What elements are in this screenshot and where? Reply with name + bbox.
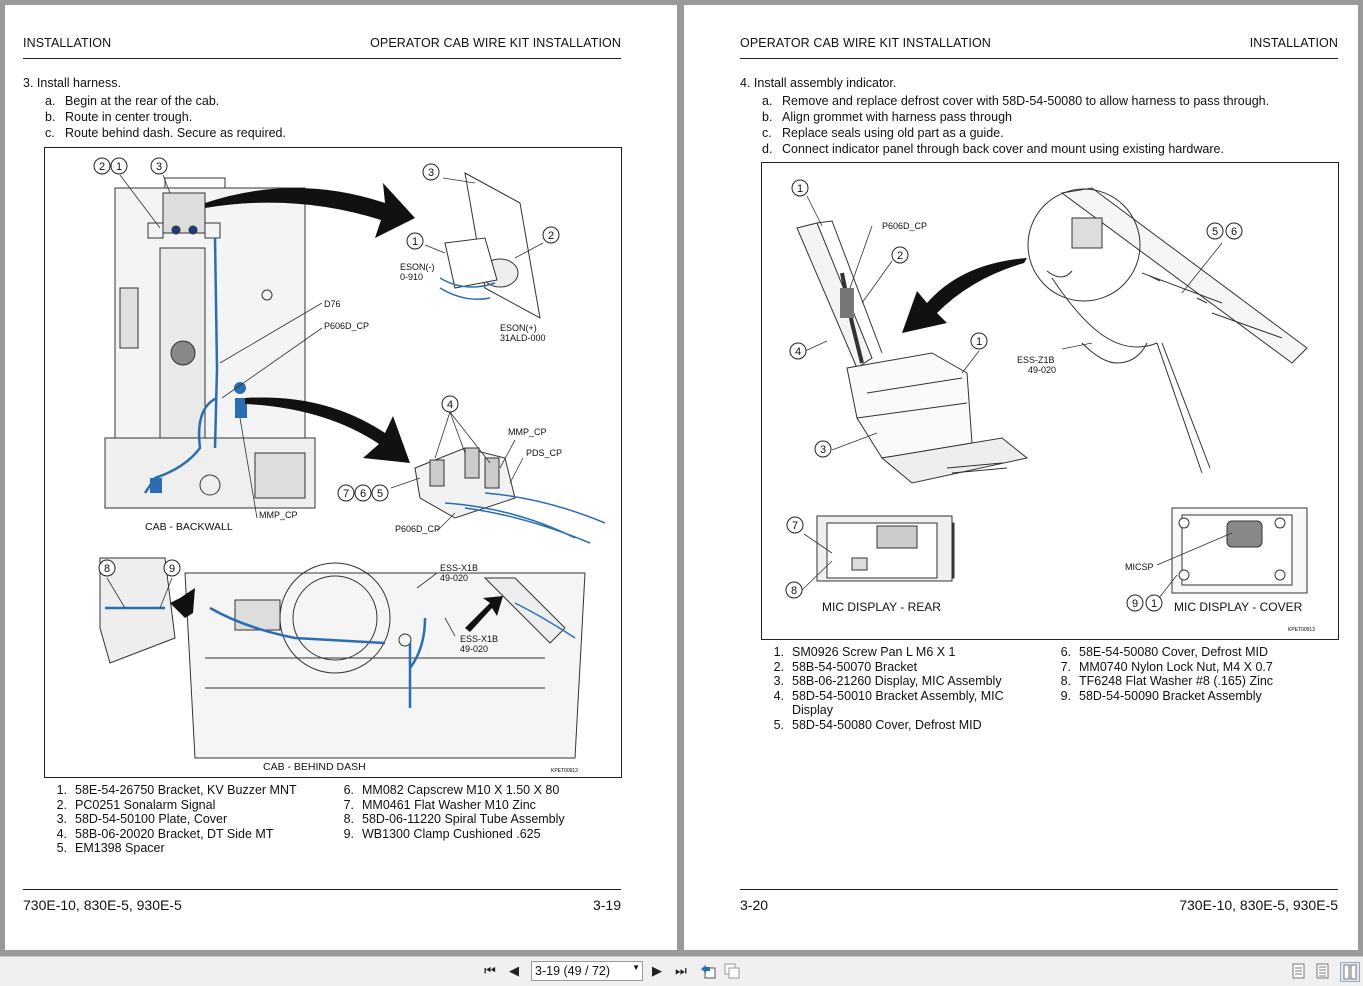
label-ess-z1b: ESS-Z1B <box>1017 355 1055 365</box>
callout-8: 8 <box>104 563 110 575</box>
footer-rule <box>740 889 1338 890</box>
callout-3: 3 <box>156 161 162 173</box>
footer-rule <box>23 889 621 890</box>
callout-1b: 1 <box>412 236 418 248</box>
callout-5: 5 <box>1212 226 1218 238</box>
footer-models: 730E-10, 830E-5, 930E-5 <box>23 897 182 913</box>
substep-d: d.Connect indicator panel through back c… <box>762 142 1224 156</box>
label-d76: D76 <box>324 299 341 309</box>
step-3: 3. Install harness. <box>23 76 121 90</box>
label-mmp-cp-2: MMP_CP <box>508 427 547 437</box>
footer-models: 730E-10, 830E-5, 930E-5 <box>1179 897 1338 913</box>
header-title: OPERATOR CAB WIRE KIT INSTALLATION <box>370 36 621 50</box>
first-page-icon[interactable]: ⏮ <box>484 963 496 978</box>
chevron-down-icon: ▼ <box>632 963 640 972</box>
callout-6: 6 <box>360 488 366 500</box>
substep-c: c.Route behind dash. Secure as required. <box>45 126 286 140</box>
caption-backwall: CAB - BACKWALL <box>145 521 233 533</box>
callout-4: 4 <box>795 346 801 358</box>
label-ess-x1b-num-2: 49-020 <box>460 644 488 654</box>
callout-4: 4 <box>447 399 453 411</box>
label-p606d-cp: P606D_CP <box>882 221 927 231</box>
callout-7: 7 <box>343 488 349 500</box>
header-section: INSTALLATION <box>1249 36 1338 50</box>
label-ess-x1b-2: ESS-X1B <box>460 634 498 644</box>
label-p606d-cp-2: P606D_CP <box>395 524 440 534</box>
prev-page-icon[interactable]: ◀ <box>509 963 519 978</box>
page-indicator: 3-19 (49 / 72) <box>535 964 611 978</box>
callout-3: 3 <box>820 444 826 456</box>
label-eson-pos-num: 31ALD-000 <box>500 333 546 343</box>
callout-1b: 1 <box>976 336 982 348</box>
step-4: 4. Install assembly indicator. <box>740 76 897 90</box>
label-ess-z1b-num: 49-020 <box>1028 365 1056 375</box>
back-view-icon[interactable] <box>699 962 717 980</box>
callout-8: 8 <box>791 585 797 597</box>
viewer-toolbar: ⏮ ◀ 3-19 (49 / 72) ▼ ▶ ⏭ <box>0 956 1363 986</box>
figure-id: KPET00912 <box>551 768 578 774</box>
label-pds-cp: PDS_CP <box>526 448 562 458</box>
figure-id: KPET00913 <box>1288 627 1315 633</box>
callout-2b: 2 <box>548 230 554 242</box>
callout-5: 5 <box>377 488 383 500</box>
header-section: INSTALLATION <box>23 36 112 50</box>
figure-indicator-assembly: 1 2 1 4 3 5 6 7 8 9 1 P606D_CP ESS-Z1B 4… <box>761 162 1339 640</box>
parts-list-left-col1: 1.58E-54-26750 Bracket, KV Buzzer MNT 2.… <box>56 783 297 855</box>
callout-3b: 3 <box>428 167 434 179</box>
label-p606d-cp: P606D_CP <box>324 321 369 331</box>
callout-1c: 1 <box>1151 598 1157 610</box>
page-select[interactable]: 3-19 (49 / 72) ▼ <box>531 961 643 981</box>
label-eson-neg-num: 0-910 <box>400 272 423 282</box>
callout-7: 7 <box>792 520 798 532</box>
callout-2: 2 <box>99 161 105 173</box>
single-page-icon[interactable] <box>1290 962 1308 980</box>
parts-list-right-col1: 1.SM0926 Screw Pan L M6 X 1 2.58B-54-500… <box>773 645 1004 732</box>
substep-c: c.Replace seals using old part as a guid… <box>762 126 1004 140</box>
label-ess-x1b: ESS-X1B <box>440 563 478 573</box>
substep-a: a.Remove and replace defrost cover with … <box>762 94 1270 108</box>
label-eson-pos: ESON(+) <box>500 323 537 333</box>
label-mmp-cp: MMP_CP <box>259 510 298 520</box>
callout-1: 1 <box>116 161 122 173</box>
callout-9: 9 <box>169 563 175 575</box>
substep-b: b.Align grommet with harness pass throug… <box>762 110 1012 124</box>
right-page: OPERATOR CAB WIRE KIT INSTALLATION INSTA… <box>684 5 1358 950</box>
last-page-icon[interactable]: ⏭ <box>675 963 687 978</box>
label-ess-x1b-num: 49-020 <box>440 573 468 583</box>
label-micsp: MICSP <box>1125 562 1154 572</box>
parts-list-right-col2: 6.58E-54-50080 Cover, Defrost MID 7.MM07… <box>1060 645 1274 703</box>
callout-9: 9 <box>1132 598 1138 610</box>
substep-a: a.Begin at the rear of the cab. <box>45 94 220 108</box>
two-page-icon[interactable] <box>1314 962 1332 980</box>
callout-2: 2 <box>897 250 903 262</box>
header-title: OPERATOR CAB WIRE KIT INSTALLATION <box>740 36 991 50</box>
callout-6: 6 <box>1231 226 1237 238</box>
continuous-icon[interactable] <box>1340 962 1360 982</box>
page-number: 3-20 <box>740 897 769 913</box>
next-page-icon[interactable]: ▶ <box>652 963 662 978</box>
forward-view-icon[interactable] <box>723 962 741 980</box>
substep-b: b.Route in center trough. <box>45 110 193 124</box>
caption-dash: CAB - BEHIND DASH <box>263 761 366 773</box>
label-eson-neg: ESON(-) <box>400 262 435 272</box>
header-rule <box>23 58 621 59</box>
figure-harness-routing: 2 1 3 3 1 2 4 7 6 5 8 9 D76 P606D_CP MMP… <box>44 147 622 778</box>
left-page: INSTALLATION OPERATOR CAB WIRE KIT INSTA… <box>5 5 677 950</box>
caption-rear: MIC DISPLAY - REAR <box>822 600 941 614</box>
header-rule <box>740 58 1338 59</box>
caption-cover: MIC DISPLAY - COVER <box>1174 600 1303 614</box>
callout-1: 1 <box>797 183 803 195</box>
parts-list-left-col2: 6.MM082 Capscrew M10 X 1.50 X 80 7.MM046… <box>343 783 565 841</box>
page-number: 3-19 <box>592 897 621 913</box>
